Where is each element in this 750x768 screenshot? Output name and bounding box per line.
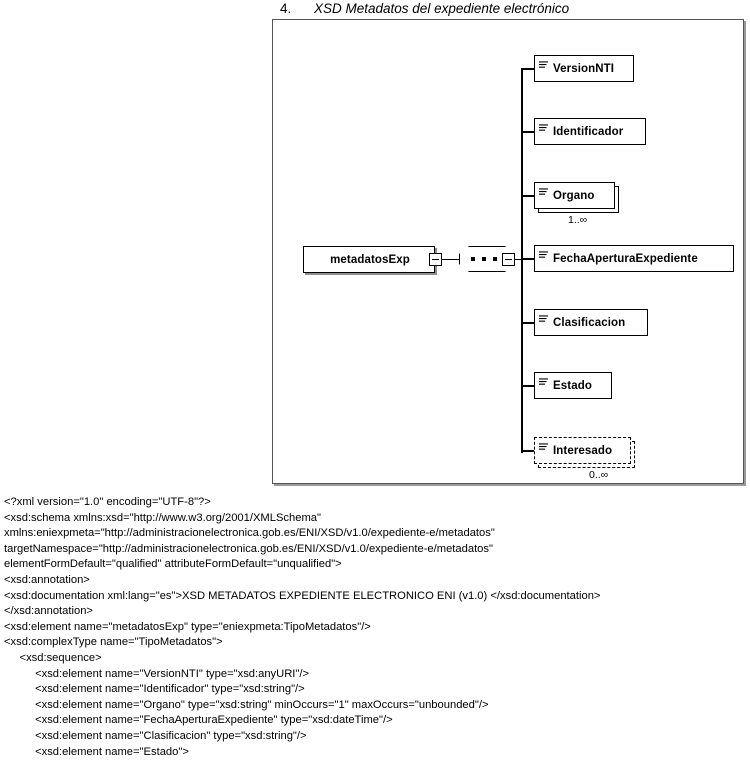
node-organo[interactable]: Organo xyxy=(534,182,615,209)
node-fecha-apertura-expediente[interactable]: FechaAperturaExpediente xyxy=(534,245,734,272)
node-metadatos-exp[interactable]: metadatosExp xyxy=(303,246,435,273)
xsd-source-listing: <?xml version="1.0" encoding="UTF-8"?> <x… xyxy=(4,495,746,760)
code-line: elementFormDefault="qualified" attribute… xyxy=(4,558,342,571)
node-interesado[interactable]: Interesado xyxy=(534,437,631,464)
node-version-nti[interactable]: VersionNTI xyxy=(534,55,634,82)
minus-icon-root[interactable] xyxy=(429,253,442,266)
code-line: <xsd:annotation> xyxy=(4,573,90,586)
connector-trunk xyxy=(521,68,523,453)
code-line: <?xml version="1.0" encoding="UTF-8"?> xyxy=(4,496,211,508)
node-interesado-label: Interesado xyxy=(553,444,613,457)
node-version-nti-label: VersionNTI xyxy=(553,62,615,75)
connector-sequence-to-trunk xyxy=(515,259,521,260)
element-lines-icon xyxy=(539,60,548,68)
node-clasificacion-label: Clasificacion xyxy=(553,316,626,329)
node-interesado-occurs: 0..∞ xyxy=(589,469,609,481)
node-organo-label: Organo xyxy=(553,189,595,202)
element-lines-icon xyxy=(539,250,548,258)
code-line: targetNamespace="http://administracionel… xyxy=(4,542,493,555)
figure-number: 4. xyxy=(280,1,292,16)
connector-root-to-sequence xyxy=(442,259,459,260)
connector-branch-2 xyxy=(521,195,534,197)
code-line: </xsd:annotation> xyxy=(4,605,93,618)
minus-icon-sequence[interactable] xyxy=(502,253,515,266)
code-line: <xsd:sequence> xyxy=(4,651,102,664)
node-estado[interactable]: Estado xyxy=(534,372,612,399)
code-line: <xsd:documentation xml:lang="es">XSD MET… xyxy=(4,589,601,602)
connector-branch-3 xyxy=(521,258,534,260)
code-line: xmlns:eniexpmeta="http://administracione… xyxy=(4,527,495,540)
node-organo-occurs: 1..∞ xyxy=(568,214,588,226)
code-line: <xsd:element name="Identificador" type="… xyxy=(4,683,305,696)
code-line: <xsd:element name="metadatosExp" type="e… xyxy=(4,620,371,633)
node-identificador[interactable]: Identificador xyxy=(534,118,646,145)
node-fecha-apertura-expediente-label: FechaAperturaExpediente xyxy=(553,252,698,265)
node-metadatos-exp-label: metadatosExp xyxy=(330,253,410,266)
node-identificador-label: Identificador xyxy=(553,125,624,138)
element-lines-icon xyxy=(539,123,548,131)
code-line: <xsd:element name="VersionNTI" type="xsd… xyxy=(4,667,310,680)
element-lines-icon xyxy=(539,187,548,195)
connector-branch-5 xyxy=(521,385,534,387)
xsd-diagram-panel: metadatosExp VersionNTI Id xyxy=(272,19,744,484)
element-lines-icon xyxy=(539,442,548,450)
code-line: <xsd:element name="Organo" type="xsd:str… xyxy=(4,698,489,711)
node-estado-label: Estado xyxy=(553,379,592,392)
code-line: <xsd:element name="Estado"> xyxy=(4,745,189,758)
code-line: <xsd:schema xmlns:xsd="http://www.w3.org… xyxy=(4,511,321,524)
figure-title: XSD Metadatos del expediente electrónico xyxy=(314,1,570,16)
figure-caption: 4. XSD Metadatos del expediente electróni… xyxy=(280,1,750,16)
element-lines-icon xyxy=(539,314,548,322)
connector-branch-1 xyxy=(521,131,534,133)
code-line: <xsd:complexType name="TipoMetadatos"> xyxy=(4,636,223,649)
connector-branch-4 xyxy=(521,322,534,324)
element-lines-icon xyxy=(539,377,548,385)
sequence-dots-icon xyxy=(471,257,497,261)
connector-branch-6 xyxy=(521,450,534,452)
connector-branch-0 xyxy=(521,68,534,70)
code-line: <xsd:element name="Clasificacion" type="… xyxy=(4,729,307,742)
code-line: <xsd:element name="FechaAperturaExpedien… xyxy=(4,714,393,727)
node-clasificacion[interactable]: Clasificacion xyxy=(534,309,648,336)
